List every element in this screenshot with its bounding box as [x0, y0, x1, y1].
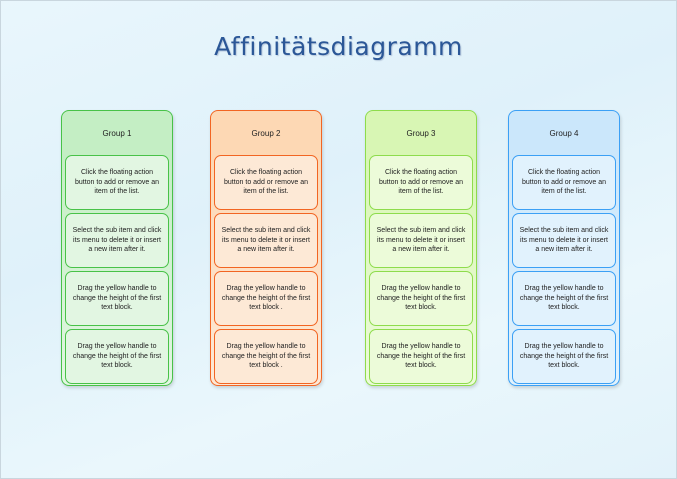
group-header[interactable]: Group 2 — [251, 128, 281, 138]
diagram-title[interactable]: Affinitätsdiagramm — [214, 32, 463, 61]
group-item-text: Select the sub item and click its menu t… — [221, 227, 311, 254]
group-item-text: Click the floating action button to add … — [521, 169, 607, 196]
group-item-text: Click the floating action button to add … — [223, 169, 309, 196]
group-item[interactable]: Drag the yellow handle to change the hei… — [512, 271, 616, 326]
group-item-text: Drag the yellow handle to change the hei… — [519, 285, 609, 312]
group-item[interactable]: Select the sub item and click its menu t… — [65, 213, 169, 268]
group-column-1[interactable]: Group 1 Click the floating action button … — [61, 110, 173, 386]
group-item-text: Drag the yellow handle to change the hei… — [72, 285, 162, 312]
group-item-text: Drag the yellow handle to change the hei… — [72, 343, 162, 370]
group-item-text: Click the floating action button to add … — [378, 169, 464, 196]
group-item-text: Drag the yellow handle to change the hei… — [221, 285, 311, 312]
group-item[interactable]: Click the floating action button to add … — [214, 155, 318, 210]
group-item-text: Select the sub item and click its menu t… — [519, 227, 609, 254]
group-item[interactable]: Click the floating action button to add … — [65, 155, 169, 210]
group-item[interactable]: Select the sub item and click its menu t… — [369, 213, 473, 268]
group-column-2[interactable]: Group 2 Click the floating action button … — [210, 110, 322, 386]
group-item[interactable]: Drag the yellow handle to change the hei… — [65, 329, 169, 384]
group-item-text: Select the sub item and click its menu t… — [72, 227, 162, 254]
group-item[interactable]: Select the sub item and click its menu t… — [512, 213, 616, 268]
group-header[interactable]: Group 4 — [549, 128, 579, 138]
group-item-text: Drag the yellow handle to change the hei… — [221, 343, 311, 370]
group-header[interactable]: Group 1 — [102, 128, 132, 138]
group-item[interactable]: Drag the yellow handle to change the hei… — [214, 271, 318, 326]
group-item[interactable]: Drag the yellow handle to change the hei… — [214, 329, 318, 384]
group-item[interactable]: Click the floating action button to add … — [512, 155, 616, 210]
group-item-text: Select the sub item and click its menu t… — [376, 227, 466, 254]
group-item-text: Drag the yellow handle to change the hei… — [519, 343, 609, 370]
group-column-4[interactable]: Group 4 Click the floating action button … — [508, 110, 620, 386]
group-header[interactable]: Group 3 — [406, 128, 436, 138]
group-item-text: Drag the yellow handle to change the hei… — [376, 285, 466, 312]
group-item[interactable]: Drag the yellow handle to change the hei… — [369, 271, 473, 326]
group-item[interactable]: Select the sub item and click its menu t… — [214, 213, 318, 268]
group-item-text: Click the floating action button to add … — [74, 169, 160, 196]
group-item[interactable]: Drag the yellow handle to change the hei… — [369, 329, 473, 384]
group-item[interactable]: Click the floating action button to add … — [369, 155, 473, 210]
group-item-text: Drag the yellow handle to change the hei… — [376, 343, 466, 370]
group-item[interactable]: Drag the yellow handle to change the hei… — [65, 271, 169, 326]
group-item[interactable]: Drag the yellow handle to change the hei… — [512, 329, 616, 384]
group-column-3[interactable]: Group 3 Click the floating action button … — [365, 110, 477, 386]
